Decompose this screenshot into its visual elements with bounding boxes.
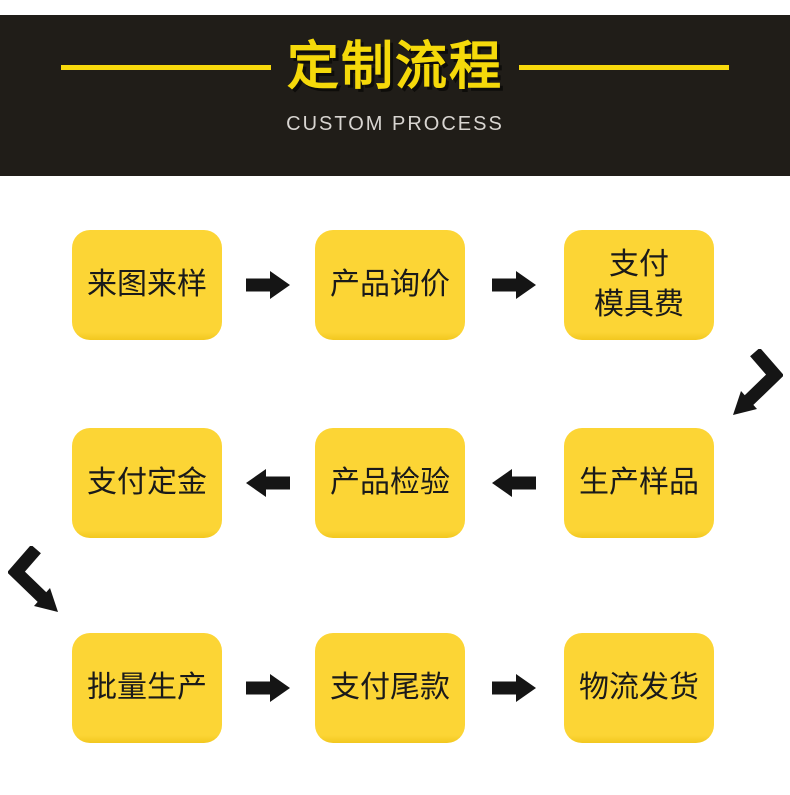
title-rule-right bbox=[519, 64, 729, 70]
page-title: 定制流程 bbox=[286, 38, 503, 96]
header-banner: 定制流程 CUSTOM PROCESS bbox=[0, 15, 790, 176]
flow-step-pay-mold-fee: 支付 模具费 bbox=[564, 230, 714, 340]
flow-step-product-inspection: 产品检验 bbox=[315, 428, 465, 538]
title-rule-left bbox=[60, 64, 271, 70]
flow-step-send-drawing-sample: 来图来样 bbox=[72, 230, 222, 340]
curved-arrow-down-right-icon bbox=[8, 546, 64, 614]
flow-step-product-inquiry: 产品询价 bbox=[315, 230, 465, 340]
flow-step-produce-sample: 生产样品 bbox=[564, 428, 714, 538]
curved-arrow-down-left-icon bbox=[727, 349, 783, 417]
arrow-left-icon bbox=[246, 469, 290, 497]
title-row: 定制流程 bbox=[0, 15, 790, 93]
flow-step-pay-balance: 支付尾款 bbox=[315, 633, 465, 743]
arrow-right-icon bbox=[246, 271, 290, 299]
arrow-right-icon bbox=[246, 674, 290, 702]
flow-step-logistics-shipping: 物流发货 bbox=[564, 633, 714, 743]
arrow-right-icon bbox=[492, 674, 536, 702]
flow-step-pay-deposit: 支付定金 bbox=[72, 428, 222, 538]
arrow-right-icon bbox=[492, 271, 536, 299]
page-subtitle: CUSTOM PROCESS bbox=[286, 113, 504, 135]
arrow-left-icon bbox=[492, 469, 536, 497]
flow-step-mass-production: 批量生产 bbox=[72, 633, 222, 743]
